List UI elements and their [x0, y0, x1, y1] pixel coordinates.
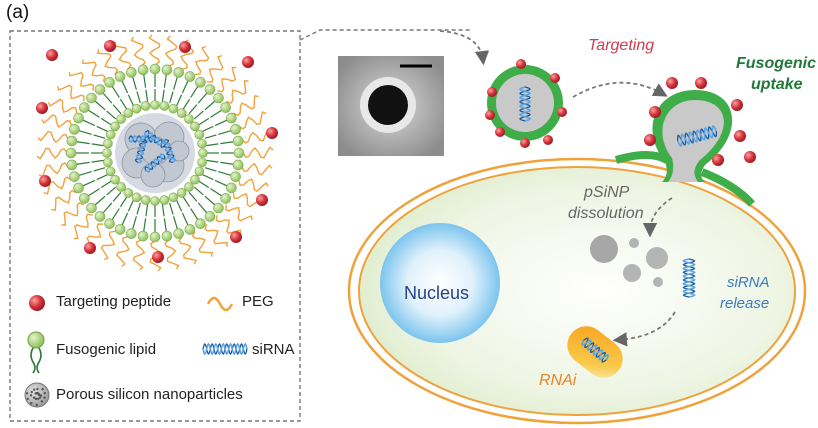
label-nucleus: Nucleus [404, 283, 470, 303]
label-sirna-release-2: release [720, 295, 770, 312]
legend-icons [24, 295, 248, 408]
porous-silicon-icon [24, 382, 50, 408]
legend-porous-silicon: Porous silicon nanoparticles [56, 386, 243, 403]
tem-image [338, 56, 444, 156]
connector-line [299, 29, 470, 41]
sirna-icon [202, 342, 248, 356]
legend-sirna: siRNA [252, 341, 295, 358]
arrow-to-vesicle [439, 30, 490, 66]
lipid-icon [27, 331, 45, 374]
sirna-coils [518, 86, 718, 363]
fusion-membrane-right [700, 168, 755, 207]
arrow-rnai [612, 311, 676, 347]
panel-label: (a) [6, 2, 30, 23]
targeting-vesicle [485, 59, 567, 148]
cell [347, 157, 807, 425]
arrow-dissolution [642, 197, 673, 238]
label-sirna-release-1: siRNA [727, 274, 770, 291]
label-psinp: pSiNP [584, 184, 630, 201]
mitochondria [567, 326, 623, 378]
arrow-targeting [572, 81, 668, 98]
peptide-icon [29, 295, 45, 311]
legend-frame [9, 30, 301, 422]
label-uptake: uptake [751, 76, 803, 93]
dissolution-particles [590, 235, 668, 287]
label-dissolution: dissolution [568, 205, 644, 222]
label-rnai: RNAi [539, 372, 577, 389]
legend-peg: PEG [242, 293, 274, 310]
nucleus [380, 223, 500, 343]
label-fusogenic: Fusogenic [736, 55, 817, 72]
legend-targeting-peptide: Targeting peptide [56, 293, 172, 310]
fusion-membrane [614, 151, 670, 164]
peg-icon [206, 296, 234, 312]
label-targeting: Targeting [588, 37, 655, 54]
nanoparticle-schematic [36, 34, 278, 272]
legend-fusogenic-lipid: Fusogenic lipid [56, 341, 157, 358]
